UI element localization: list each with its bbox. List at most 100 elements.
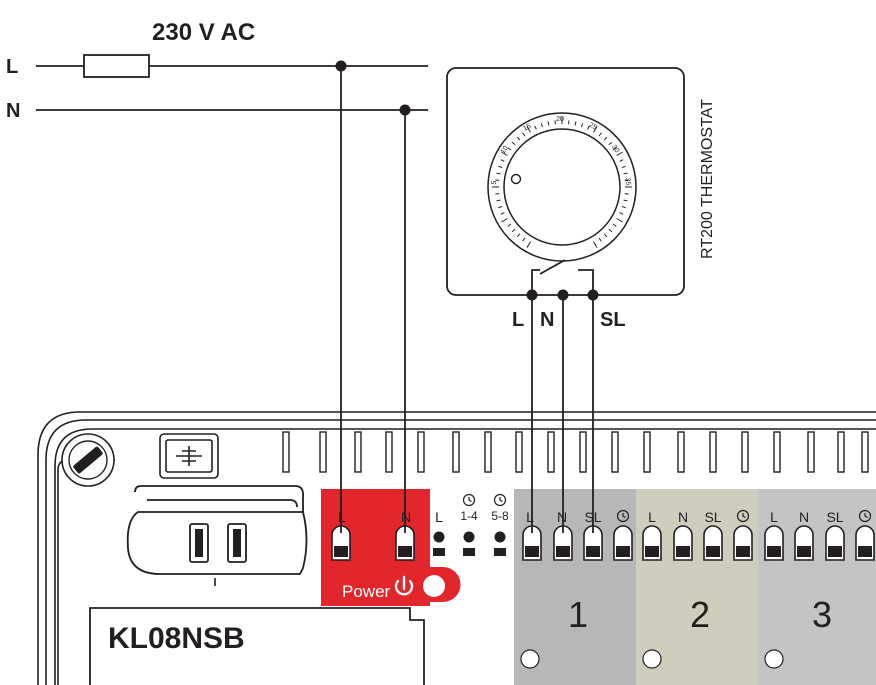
dial-tick xyxy=(603,233,608,238)
housing-ridge xyxy=(677,431,685,473)
dial-tick xyxy=(526,126,531,133)
housing-ridge xyxy=(547,431,555,473)
zone-1-terminal-l-label: L xyxy=(526,509,534,525)
housing-ridge xyxy=(643,431,651,473)
supply-wires xyxy=(36,65,428,111)
housing-ridge xyxy=(611,431,619,473)
aux-terminal-5-8-label: 5-8 xyxy=(491,509,509,523)
clock-icon xyxy=(616,509,630,523)
clock-icon xyxy=(462,493,476,507)
power-terminal-n-label: N xyxy=(401,509,411,525)
zone-2-terminal-sl-label: SL xyxy=(704,509,721,525)
dial-tick xyxy=(522,132,526,137)
dial-tick xyxy=(547,121,550,126)
terminal-clamp xyxy=(583,525,603,561)
dial-tick xyxy=(608,141,613,146)
zone-2-terminal-n-label: N xyxy=(678,509,688,525)
dial-tick xyxy=(616,151,623,156)
dial-tick xyxy=(598,237,602,242)
housing-ridge xyxy=(515,431,523,473)
dial-value-10: 10 xyxy=(500,145,510,155)
dial-tick xyxy=(581,123,584,128)
terminal-clamp xyxy=(331,525,351,561)
supply-voltage-label: 230 V AC xyxy=(152,19,255,46)
housing-ridge xyxy=(861,431,869,473)
thermostat-model-label: RT200 THERMOSTAT xyxy=(699,99,716,259)
terminal-clamp xyxy=(733,525,753,561)
zone-3-number: 3 xyxy=(812,594,832,635)
controller-model: KL08NSB xyxy=(108,622,245,655)
dial-tick xyxy=(496,172,501,175)
dial-tick xyxy=(501,151,508,156)
terminal-clamp xyxy=(703,525,723,561)
dial-tick xyxy=(526,241,531,248)
terminal-clamp xyxy=(855,525,875,561)
housing-ridge xyxy=(319,431,327,473)
terminal-clamp xyxy=(613,525,633,561)
terminal-clamp xyxy=(794,525,814,561)
dial-tick xyxy=(616,218,623,223)
clock-icon xyxy=(493,493,507,507)
aux-terminal-l-label: L xyxy=(435,509,443,525)
dial-tick xyxy=(534,125,537,130)
housing-ridge xyxy=(837,431,845,473)
dial-tick xyxy=(511,228,516,233)
dial-tick xyxy=(612,223,617,227)
terminal-clamp xyxy=(825,525,845,561)
dial-tick xyxy=(574,121,577,126)
zone-1-terminal-n-label: N xyxy=(557,509,567,525)
clock-icon xyxy=(858,509,872,523)
power-icon xyxy=(394,575,414,596)
dial-tick xyxy=(522,237,526,242)
zone-3-terminal-l-label: L xyxy=(770,509,778,525)
power-led xyxy=(423,575,445,597)
housing-ridge xyxy=(417,431,425,473)
dial-indicator-icon xyxy=(510,173,522,185)
thermostat-switch xyxy=(531,259,594,295)
dial-value-30: 30 xyxy=(610,144,620,154)
dial-value-15: 15 xyxy=(522,123,532,133)
zone-3-terminal-n-label: N xyxy=(799,509,809,525)
dial-tick xyxy=(511,141,516,146)
supply-line-label: L xyxy=(6,56,18,78)
thermostat-terminal-l-label: L xyxy=(512,309,524,331)
socket-pins xyxy=(189,523,247,563)
zone-1-led xyxy=(520,649,540,669)
dial-value-25: 25 xyxy=(588,122,598,132)
clock-icon xyxy=(736,509,750,523)
model-label-panel xyxy=(89,607,425,685)
dial-tick xyxy=(623,199,628,202)
controller-housing xyxy=(37,411,876,685)
supply-neutral-label: N xyxy=(6,100,20,122)
terminal-clamp xyxy=(764,525,784,561)
dial-tick xyxy=(507,147,512,151)
dial-tick xyxy=(500,212,505,215)
dial-tick xyxy=(593,241,598,248)
dial-value-5: 5 xyxy=(491,180,499,185)
terminal-clamp xyxy=(553,525,573,561)
dial-tick xyxy=(593,126,598,133)
terminal-row xyxy=(331,525,875,561)
dial-tick xyxy=(500,159,505,162)
housing-ridge xyxy=(282,431,290,473)
dial-tick xyxy=(612,147,617,151)
dial-tick xyxy=(598,132,602,137)
housing-ridge xyxy=(773,431,781,473)
housing-ridge xyxy=(452,431,460,473)
zone-3-led xyxy=(764,649,784,669)
zone-2-terminal-l-label: L xyxy=(648,509,656,525)
terminal-clamp xyxy=(395,525,415,561)
thermostat-terminal-n-label: N xyxy=(540,309,554,331)
dial-tick xyxy=(619,159,624,162)
fuse-symbol xyxy=(83,54,150,78)
dial-ticks xyxy=(492,117,632,248)
dial-tick xyxy=(623,172,628,175)
housing-ridge xyxy=(484,431,492,473)
dial-value-35: 35 xyxy=(623,177,631,186)
power-terminal-l-label: L xyxy=(338,509,346,525)
housing-ridges xyxy=(282,431,869,473)
wire-junctions xyxy=(335,60,599,301)
dial-tick xyxy=(603,136,608,141)
terminal-small xyxy=(433,531,445,556)
